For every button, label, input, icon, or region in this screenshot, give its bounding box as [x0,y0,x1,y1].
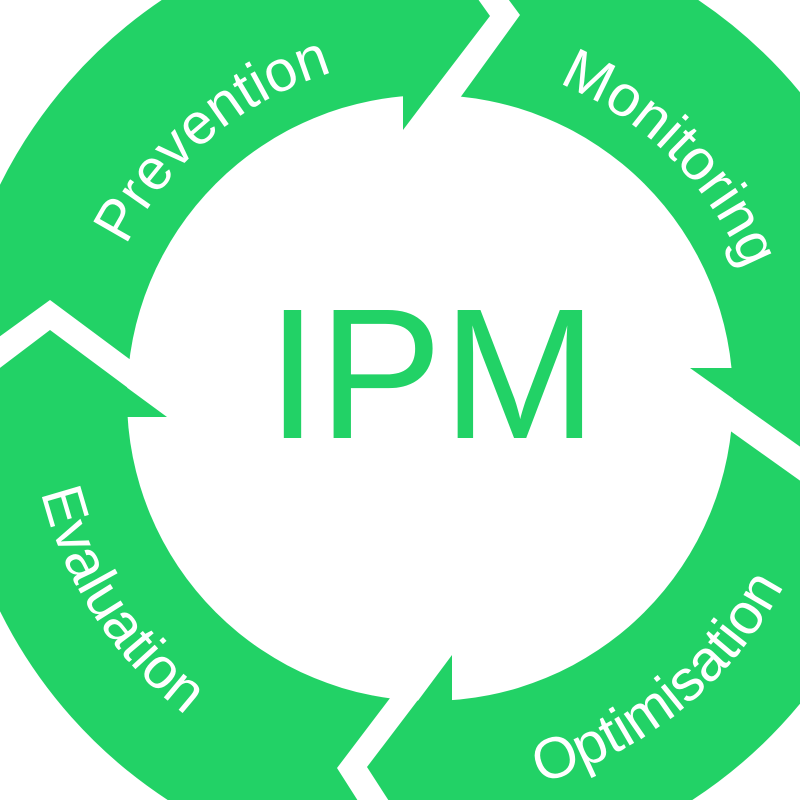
arrowhead-evaluation [122,384,167,417]
gap-right [680,361,800,481]
gap-bottom [337,640,462,800]
gap-top [380,0,520,160]
arrowhead-monitoring [690,368,742,405]
inner-circle [127,95,733,701]
arrowhead-prevention [403,85,437,130]
arrowhead-optimisation [417,655,452,702]
center-title: IPM [267,271,598,478]
